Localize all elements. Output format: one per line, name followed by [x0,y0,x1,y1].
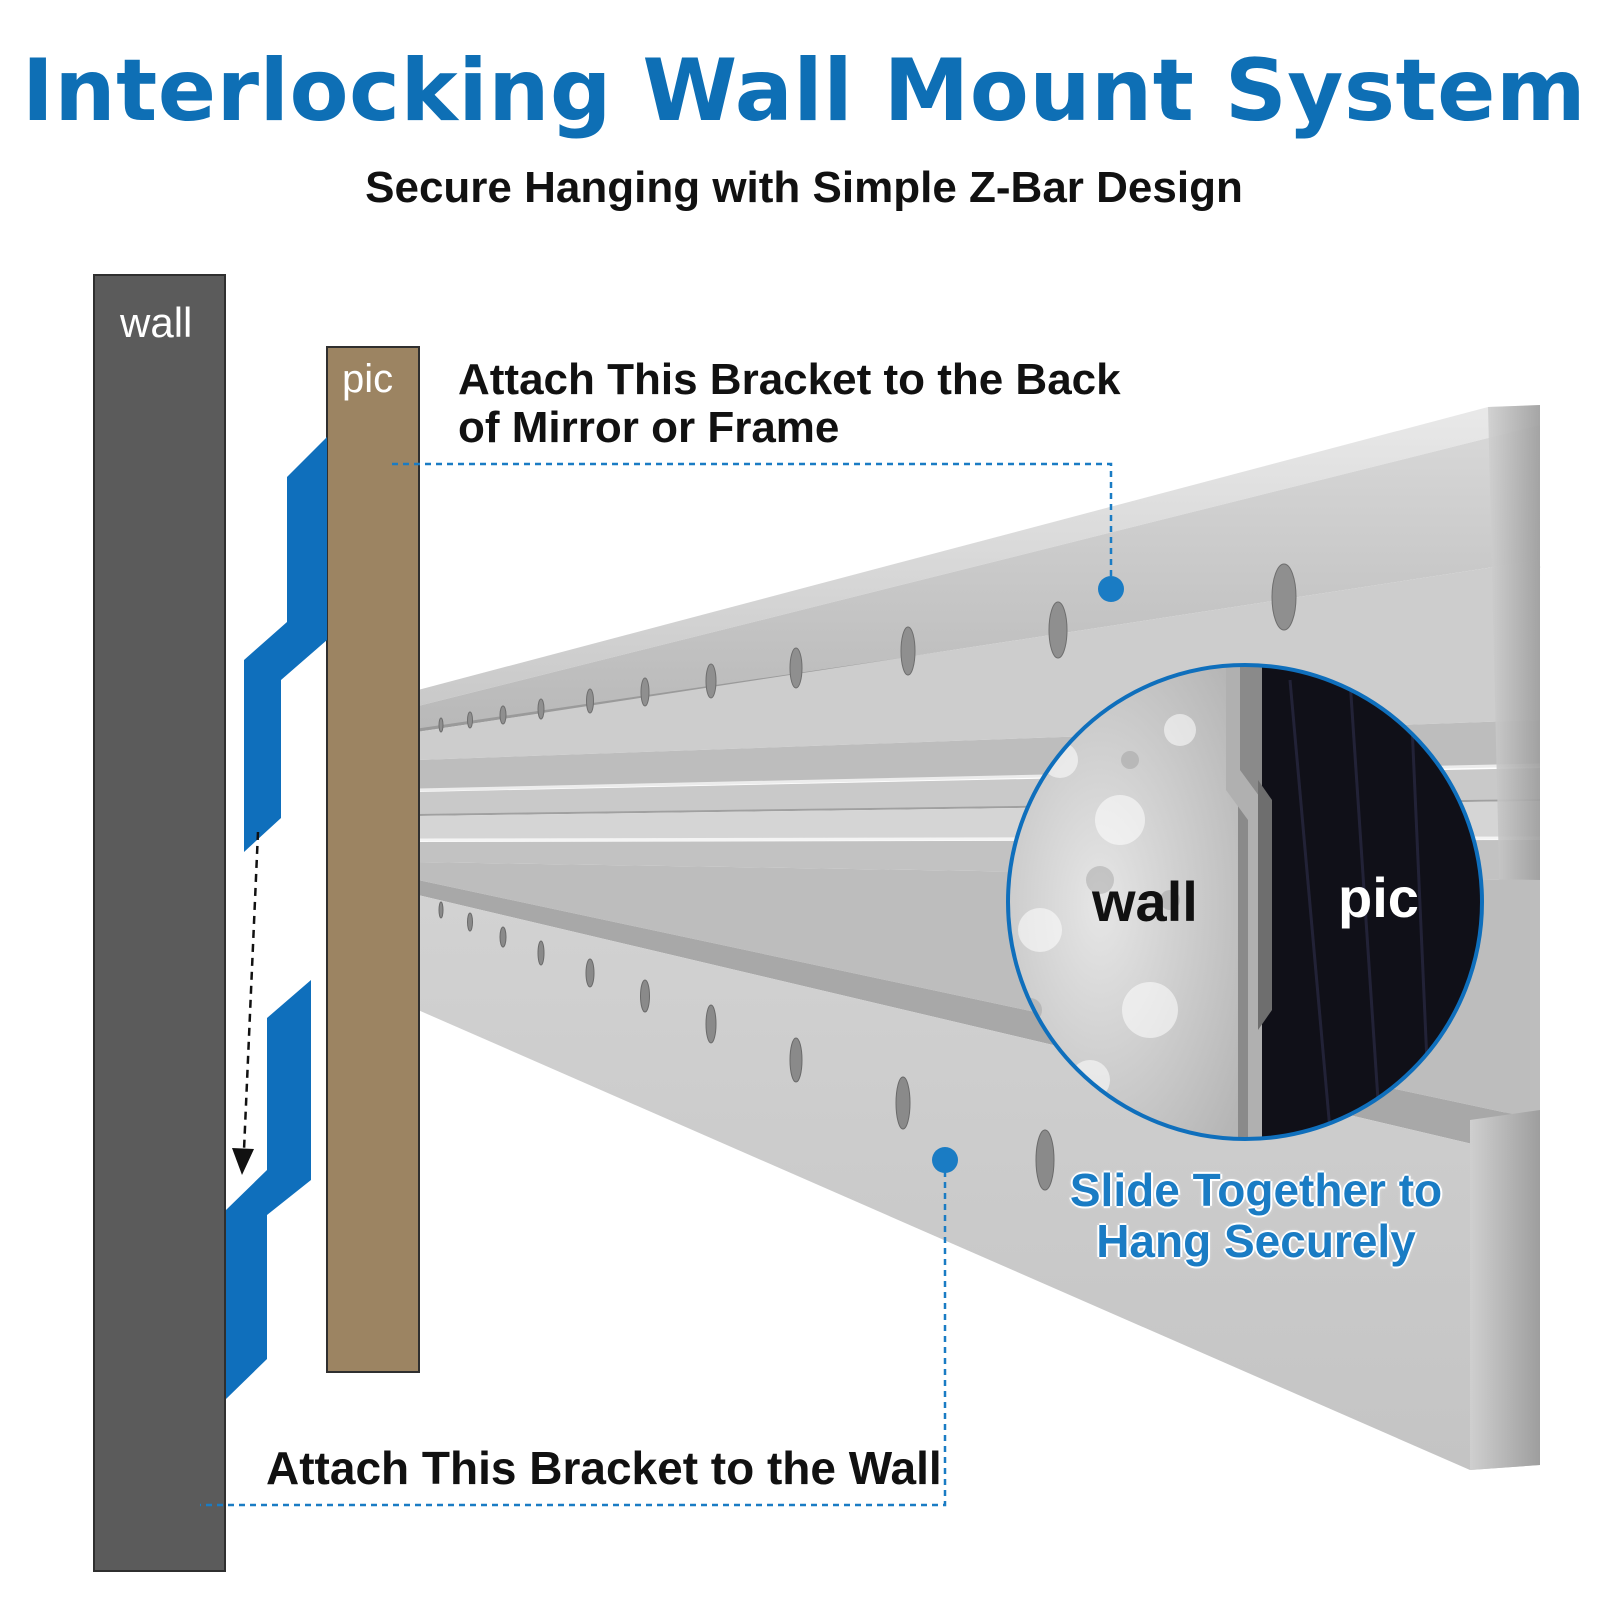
picture-z-bar [244,437,327,852]
top-bracket-callout-line2: of Mirror or Frame [458,402,840,452]
picture-section [326,346,420,1373]
top-bracket-callout: Attach This Bracket to the Back of Mirro… [458,356,1178,451]
bottom-bracket-marker [932,1147,958,1173]
inset-pic-label: pic [1338,866,1419,929]
slide-down-arrow [232,831,260,1175]
slide-together-line1: Slide Together to [1069,1164,1443,1216]
page-title: Interlocking Wall Mount System [21,41,1587,141]
page-subtitle: Secure Hanging with Simple Z-Bar Design [365,163,1243,212]
upper-rail-holes [438,563,1297,733]
top-bracket-marker [1098,576,1124,602]
inset-wall-label: wall [1092,870,1198,933]
wall-section [93,274,226,1572]
wall-z-bar [226,980,311,1399]
picture-section-label: pic [342,357,394,401]
top-bracket-callout-line1: Attach This Bracket to the Back [458,355,1121,404]
bottom-bracket-callout: Attach This Bracket to the Wall [266,1442,942,1494]
leader-lines [200,462,1113,1507]
lower-rail-holes [438,901,1055,1191]
slide-together-callout: Slide Together to Hang Securely [1056,1165,1456,1266]
slide-together-line2: Hang Securely [1096,1214,1416,1267]
wall-section-label: wall [120,299,193,346]
